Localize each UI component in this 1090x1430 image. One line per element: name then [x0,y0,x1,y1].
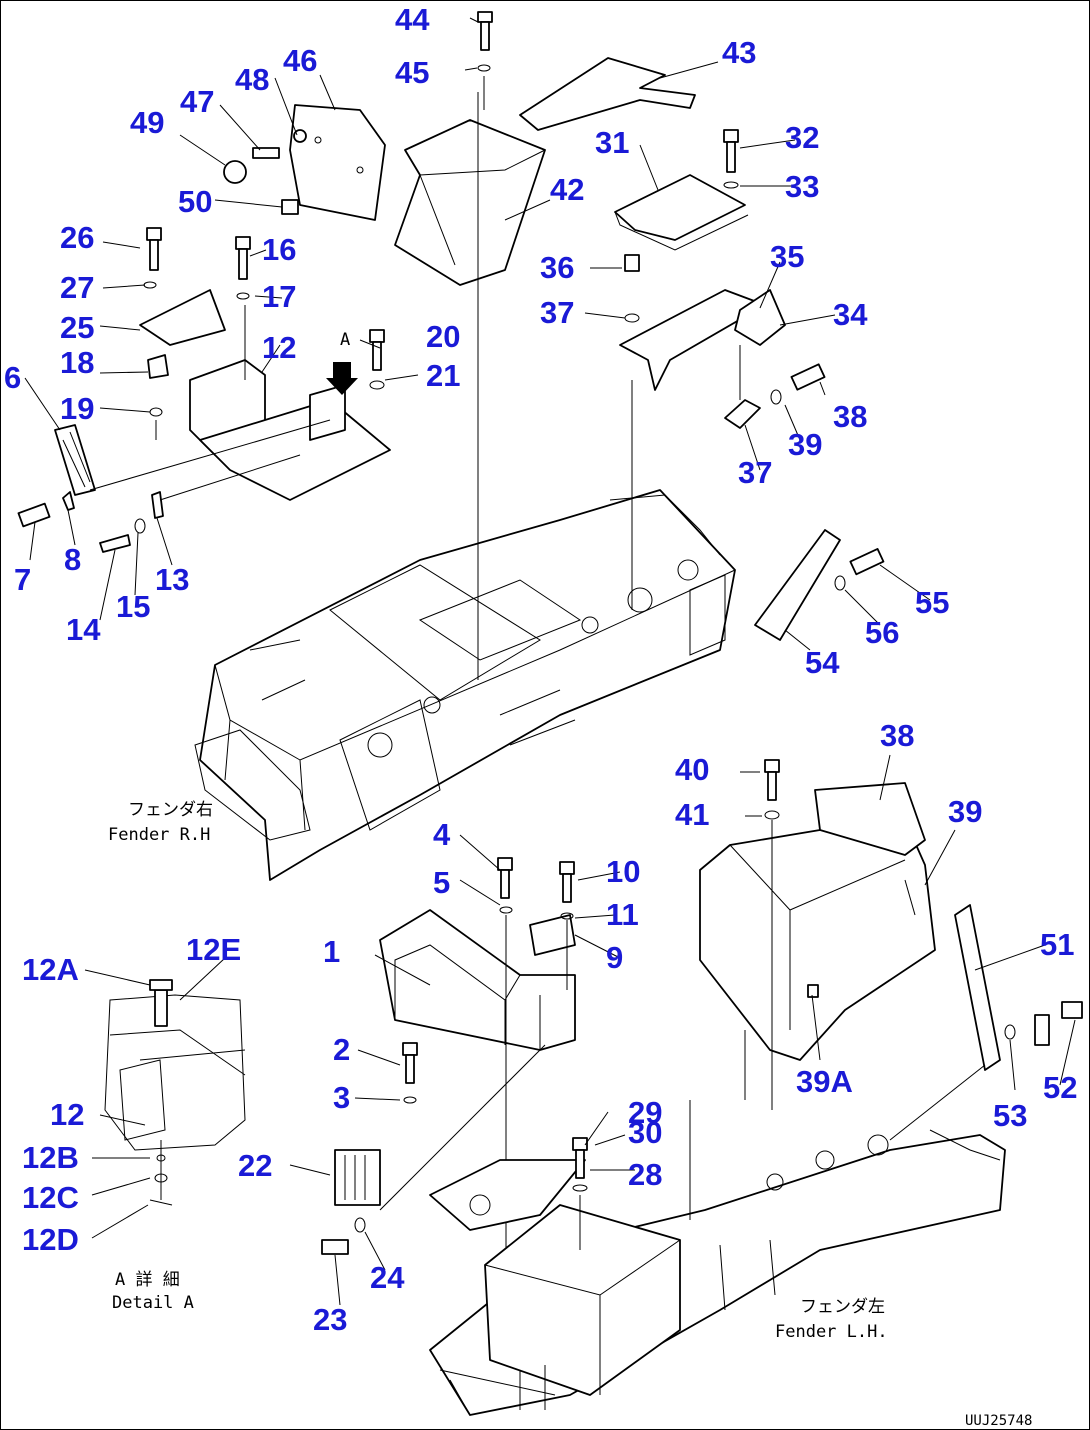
callout-35: 35 [770,239,804,274]
callout-40: 40 [675,752,709,787]
fender-lh-caption-en: Fender L.H. [775,1322,888,1342]
callout-10: 10 [606,854,640,889]
callout-39b: 39 [948,794,982,829]
callout-23: 23 [313,1302,347,1337]
callout-19: 19 [60,391,94,426]
callout-50: 50 [178,184,212,219]
callout-32: 32 [785,120,819,155]
callout-24: 24 [370,1260,405,1295]
callout-22: 22 [238,1148,272,1183]
cover-38-group [689,759,936,1220]
callout-45: 45 [395,55,429,90]
callout-39a: 39 [788,427,822,462]
callout-12D: 12D [22,1222,79,1257]
callout-12b: 12 [50,1097,84,1132]
callout-15: 15 [116,589,150,624]
callout-34: 34 [833,297,868,332]
fender-lh-assembly: フェンダ左 Fender L.H. [429,1129,1006,1416]
bracket-31-35-group [614,129,826,610]
callout-6: 6 [4,360,21,395]
callout-20: 20 [426,319,460,354]
callout-labels: 44 45 43 46 48 47 49 50 42 31 32 33 35 3… [4,2,1077,1337]
callout-39A: 39A [796,1064,853,1099]
view-arrow-icon [326,362,358,395]
callout-46: 46 [283,43,317,78]
callout-30: 30 [628,1115,662,1150]
callout-31: 31 [595,125,629,160]
callout-7: 7 [14,562,31,597]
callout-25: 25 [60,310,94,345]
callout-18: 18 [60,345,94,380]
callout-5: 5 [433,865,450,900]
detail-a-caption-en: Detail A [112,1293,194,1313]
callout-38b: 38 [880,718,914,753]
callout-56: 56 [865,615,899,650]
cover-42-group [289,57,696,286]
callout-12C: 12C [22,1180,79,1215]
callout-12B: 12B [22,1140,79,1175]
callout-13: 13 [155,562,189,597]
fender-rh-caption-jp: フェンダ右 [128,800,213,820]
bracket-54-group [754,529,885,641]
callout-28: 28 [628,1157,662,1192]
callout-12: 12 [262,330,296,365]
callout-3: 3 [333,1080,350,1115]
detail-a-view: A 詳 細 Detail A [104,979,246,1313]
callout-53: 53 [993,1098,1027,1133]
drawing-code: UUJ25748 [965,1413,1032,1429]
callout-16: 16 [262,232,296,267]
callout-14: 14 [66,612,101,647]
callout-41: 41 [675,797,709,832]
callout-1: 1 [323,934,340,969]
callout-2: 2 [333,1032,350,1067]
callout-11: 11 [606,897,639,932]
bracket-51-group [889,904,1083,1141]
small-parts-47-50 [223,129,307,215]
fender-lh-caption-jp: フェンダ左 [800,1297,885,1317]
callout-37a: 37 [540,295,574,330]
callout-36: 36 [540,250,574,285]
callout-55: 55 [915,585,949,620]
bracket-12-group: A [17,227,391,553]
callout-12E: 12E [186,932,241,967]
callout-21: 21 [426,358,460,393]
callout-48: 48 [235,62,269,97]
callout-42: 42 [550,172,584,207]
callout-38a: 38 [833,399,867,434]
bolt-44-group [477,11,493,680]
callout-8: 8 [64,542,81,577]
callout-47: 47 [180,84,214,119]
callout-37b: 37 [738,455,772,490]
callout-51: 51 [1040,927,1074,962]
box-1-group [321,857,576,1380]
callout-27: 27 [60,270,94,305]
callout-49: 49 [130,105,164,140]
callout-12A: 12A [22,952,79,987]
callout-52: 52 [1043,1070,1077,1105]
callout-43: 43 [722,35,756,70]
callout-54: 54 [805,645,840,680]
callout-44: 44 [395,2,430,37]
callout-17: 17 [262,279,296,314]
fender-rh-caption-en: Fender R.H [108,825,210,845]
callout-9: 9 [606,940,623,975]
detail-a-caption-jp: A 詳 細 [115,1270,180,1290]
view-marker-a: A [340,330,350,350]
callout-29: 29 [628,1095,662,1130]
callout-4: 4 [433,817,451,852]
callout-26: 26 [60,220,94,255]
leader-lines [24,17,1076,1306]
fender-rh-assembly: フェンダ右 Fender R.H [108,489,736,881]
callout-33: 33 [785,169,819,204]
